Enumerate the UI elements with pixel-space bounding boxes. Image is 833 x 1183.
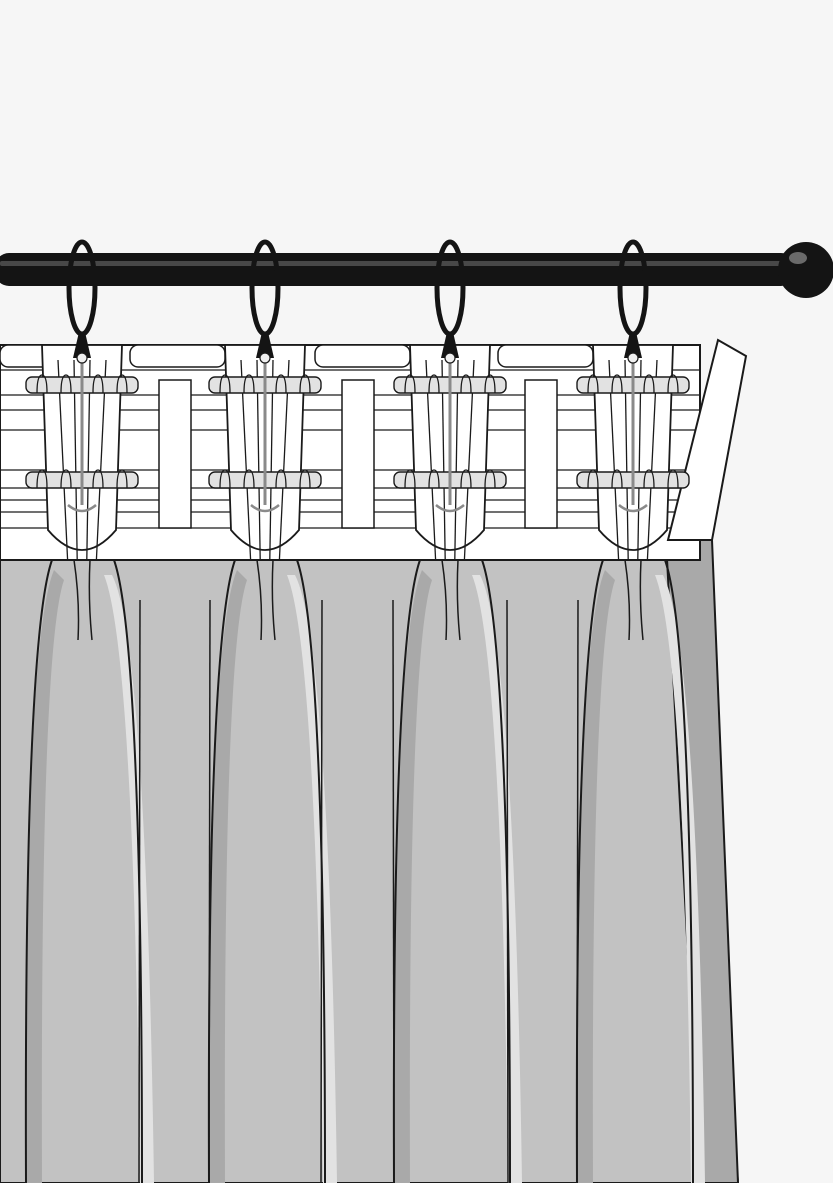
pinch-line bbox=[88, 559, 93, 641]
pleat-loop bbox=[587, 469, 599, 489]
pleat-loop bbox=[275, 469, 287, 489]
pleat-loop bbox=[60, 374, 72, 394]
pleat-loop bbox=[116, 469, 128, 489]
fold-shadow bbox=[208, 570, 247, 1183]
heading-tab-post bbox=[158, 379, 192, 529]
pinch-line bbox=[639, 559, 644, 641]
pleat-loop bbox=[643, 374, 655, 394]
pleat-cluster bbox=[576, 344, 690, 561]
curtain-ring bbox=[434, 239, 466, 364]
pleat-loop bbox=[275, 374, 287, 394]
pleat-loop bbox=[299, 469, 311, 489]
pleat-loop bbox=[667, 374, 679, 394]
pleat-loop bbox=[243, 374, 255, 394]
curtain-fabric bbox=[0, 539, 740, 1183]
fold-shadow bbox=[576, 570, 615, 1183]
pleat-loop bbox=[484, 374, 496, 394]
fold-line bbox=[24, 559, 53, 1183]
pinch-line bbox=[624, 559, 631, 641]
pleat-cluster bbox=[393, 344, 507, 561]
ring-clip bbox=[441, 332, 459, 358]
fold-line bbox=[296, 559, 326, 1183]
pleat-loop bbox=[36, 469, 48, 489]
heading-tab-post bbox=[524, 379, 558, 529]
fold-line bbox=[113, 559, 143, 1183]
pleat-loop bbox=[428, 374, 440, 394]
curtain-rod bbox=[0, 242, 833, 298]
heading-tab bbox=[129, 344, 226, 368]
pleat-loop bbox=[299, 374, 311, 394]
heading-tab bbox=[314, 344, 411, 368]
pleat-loop bbox=[611, 374, 623, 394]
hook-base bbox=[618, 504, 648, 513]
pleat-loop bbox=[587, 374, 599, 394]
rod-highlight bbox=[0, 261, 790, 266]
pleat-loop bbox=[667, 469, 679, 489]
pleat-loop bbox=[219, 469, 231, 489]
fold-line bbox=[481, 559, 511, 1183]
fabric-panel bbox=[0, 559, 740, 1183]
pinch-line bbox=[271, 559, 276, 641]
pinch-line bbox=[441, 559, 448, 641]
pinch-line bbox=[256, 559, 263, 641]
hook-eye bbox=[259, 352, 271, 364]
pleat-loop bbox=[116, 374, 128, 394]
pleat-loop bbox=[92, 374, 104, 394]
pleat-loop bbox=[484, 469, 496, 489]
pleat-loop bbox=[36, 374, 48, 394]
pleat-loop bbox=[404, 469, 416, 489]
curtain-rings bbox=[66, 239, 649, 364]
heading-tab bbox=[497, 344, 594, 368]
fold-line bbox=[664, 559, 694, 1183]
pleat-loop bbox=[643, 469, 655, 489]
pinch-line bbox=[456, 559, 461, 641]
rod-finial bbox=[778, 242, 833, 298]
pleat-loop bbox=[404, 374, 416, 394]
curtain-ring bbox=[66, 239, 98, 364]
pleat-folds bbox=[24, 559, 705, 1183]
pleat-loop bbox=[92, 469, 104, 489]
fold-shadow bbox=[25, 570, 64, 1183]
pleat-loop bbox=[243, 469, 255, 489]
pleat-loop bbox=[611, 469, 623, 489]
pleat-loop bbox=[460, 469, 472, 489]
panel-line bbox=[506, 599, 509, 1183]
hook-base bbox=[67, 504, 97, 513]
ring-clip bbox=[256, 332, 274, 358]
hook-eye bbox=[76, 352, 88, 364]
fold-shadow bbox=[393, 570, 432, 1183]
ring-clip bbox=[624, 332, 642, 358]
hook-base bbox=[435, 504, 465, 513]
ring-clip bbox=[73, 332, 91, 358]
pleat-loop bbox=[60, 469, 72, 489]
hook-base bbox=[250, 504, 280, 513]
curtain-ring bbox=[617, 239, 649, 364]
panel-line bbox=[320, 599, 323, 1183]
pleat-loop bbox=[460, 374, 472, 394]
heading-side-flap bbox=[666, 338, 748, 541]
hook-eye bbox=[444, 352, 456, 364]
panel-line bbox=[138, 599, 141, 1183]
pleat-cluster bbox=[25, 344, 139, 561]
pinch-line bbox=[73, 559, 80, 641]
panel-line bbox=[392, 599, 395, 1183]
pleat-cluster bbox=[208, 344, 322, 561]
hook-eye bbox=[627, 352, 639, 364]
panel-line bbox=[208, 599, 211, 1183]
curtain-ring bbox=[249, 239, 281, 364]
pleat-loop bbox=[428, 469, 440, 489]
pleat-loop bbox=[219, 374, 231, 394]
rod-bar bbox=[0, 253, 795, 286]
finial-highlight bbox=[789, 252, 807, 264]
pinch-pleats bbox=[25, 344, 690, 561]
heading-tab-post bbox=[341, 379, 375, 529]
panel-line bbox=[576, 599, 579, 1183]
